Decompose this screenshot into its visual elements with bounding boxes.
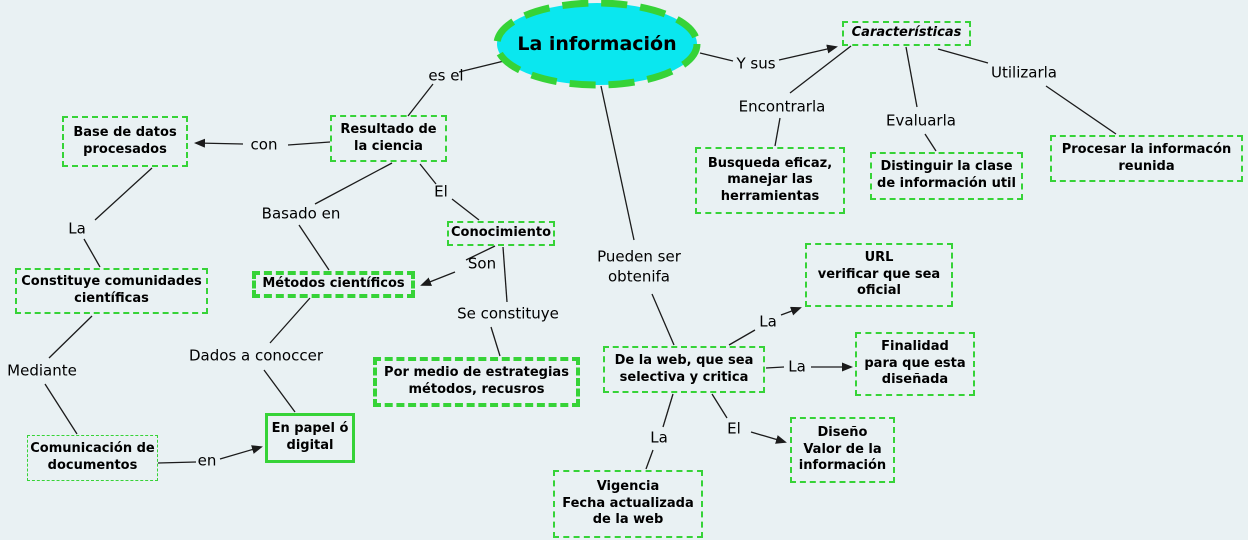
edge-resultado-to-label:con <box>287 141 331 146</box>
edge-de-la-web-to-label:el-diseno <box>711 393 728 419</box>
center-node-label[interactable]: La información <box>517 33 677 55</box>
node-metodos[interactable]: Métodos científicos <box>252 271 415 298</box>
edge-la-informacion-to-label:y-sus <box>699 52 734 62</box>
link-label-encontrarla[interactable]: Encontrarla <box>738 97 826 116</box>
link-label-basado-en[interactable]: Basado en <box>261 204 341 223</box>
edge-la-informacion-to-label:pueden-ser <box>600 85 635 241</box>
edge-la-informacion-to-label:es-el <box>458 60 505 73</box>
edge-caracteristicas-to-label:encontrarla <box>789 45 852 94</box>
edge-label:con-to-base-datos <box>194 138 244 148</box>
edge-label:pueden-ser-to-de-la-web <box>651 293 675 346</box>
link-label-pueden-ser[interactable]: Pueden ser obtenifa <box>597 247 681 286</box>
node-conocimiento[interactable]: Conocimiento <box>447 221 555 246</box>
node-busqueda[interactable]: Busqueda eficaz, manejar las herramienta… <box>695 147 845 214</box>
link-label-mediante[interactable]: Mediante <box>7 361 77 380</box>
link-label-se-constituye[interactable]: Se constituye <box>457 304 559 323</box>
node-resultado[interactable]: Resultado de la ciencia <box>330 115 447 162</box>
link-label-utilizarla[interactable]: Utilizarla <box>991 63 1057 82</box>
edge-label:dados-to-en-papel <box>263 369 296 413</box>
edge-conocimiento-to-label:son <box>465 245 496 261</box>
edge-constituye-to-label:mediante <box>48 315 93 359</box>
link-label-el-diseno[interactable]: El <box>727 419 741 438</box>
edge-label:encontrarla-to-busqueda <box>774 117 781 147</box>
edge-de-la-web-to-label:la-finalidad <box>765 366 785 369</box>
link-label-con[interactable]: con <box>250 135 278 154</box>
node-base-datos[interactable]: Base de datos procesados <box>62 116 188 167</box>
edge-label:la-url-to-url <box>780 306 802 316</box>
node-de-la-web[interactable]: De la web, que sea selectiva y critica <box>603 346 765 393</box>
node-comunicacion[interactable]: Comunicación de documentos <box>27 435 158 481</box>
edge-metodos-to-label:dados <box>269 297 311 344</box>
edge-resultado-to-label:el <box>419 163 437 185</box>
node-caracteristicas[interactable]: Características <box>842 21 971 46</box>
link-label-evaluarla[interactable]: Evaluarla <box>886 111 956 130</box>
node-finalidad[interactable]: Finalidad para que esta diseñada <box>855 332 975 396</box>
edge-caracteristicas-to-label:evaluarla <box>905 46 918 108</box>
edge-label:el-diseno-to-diseno <box>750 431 787 444</box>
edge-label:mediante-to-comunicacion <box>44 383 78 435</box>
center-node-ellipse[interactable] <box>493 0 701 89</box>
link-label-el[interactable]: El <box>434 182 448 201</box>
link-label-la-1[interactable]: La <box>68 219 86 238</box>
edge-label:y-sus-to-caracteristicas <box>778 44 838 61</box>
link-label-en[interactable]: en <box>197 451 217 470</box>
edge-label:utilizarla-to-procesar <box>1045 85 1117 135</box>
node-constituye[interactable]: Constituye comunidades científicas <box>15 268 208 314</box>
edge-label:es-el-to-resultado <box>407 83 434 117</box>
edge-label:la-vigencia-to-vigencia <box>645 449 654 470</box>
link-label-la-finalidad[interactable]: La <box>788 357 806 376</box>
node-distinguir[interactable]: Distinguir la clase de información util <box>870 152 1023 200</box>
edge-de-la-web-to-label:la-vigencia <box>662 393 674 428</box>
node-por-medio[interactable]: Por medio de estrategias métodos, recusr… <box>373 357 580 407</box>
edge-label:son-to-metodos <box>420 271 456 286</box>
link-label-la-url[interactable]: La <box>759 312 777 331</box>
link-label-dados[interactable]: Dados a conoccer <box>189 346 323 365</box>
node-procesar[interactable]: Procesar la informacón reunida <box>1050 135 1243 182</box>
link-label-es-el[interactable]: es el <box>428 66 464 85</box>
node-vigencia[interactable]: Vigencia Fecha actualizada de la web <box>553 470 703 538</box>
edge-label:evaluarla-to-distinguir <box>924 133 937 152</box>
edge-de-la-web-to-label:la-url <box>728 329 756 346</box>
edge-label:el-to-conocimiento <box>451 198 480 221</box>
edge-conocimiento-to-label:se-constituye <box>502 246 508 303</box>
link-label-son[interactable]: Son <box>467 254 497 273</box>
edge-comunicacion-to-label:en <box>157 461 197 464</box>
edge-label:se-constituye-to-por-medio <box>490 326 501 357</box>
node-diseno[interactable]: Diseño Valor de la información <box>790 417 895 483</box>
link-label-y-sus[interactable]: Y sus <box>736 54 776 73</box>
node-en-papel[interactable]: En papel ó digital <box>265 413 355 463</box>
edge-label:la-1-to-constituye <box>83 238 101 268</box>
edge-label:en-to-en-papel <box>219 445 263 460</box>
edge-label:basado-en-to-metodos <box>298 224 330 271</box>
edge-base-datos-to-label:la-1 <box>94 167 153 221</box>
link-label-la-vigencia[interactable]: La <box>650 428 668 447</box>
edge-resultado-to-label:basado-en <box>314 162 393 205</box>
node-url[interactable]: URL verificar que sea oficial <box>805 243 953 307</box>
edge-caracteristicas-to-label:utilizarla <box>937 48 989 64</box>
